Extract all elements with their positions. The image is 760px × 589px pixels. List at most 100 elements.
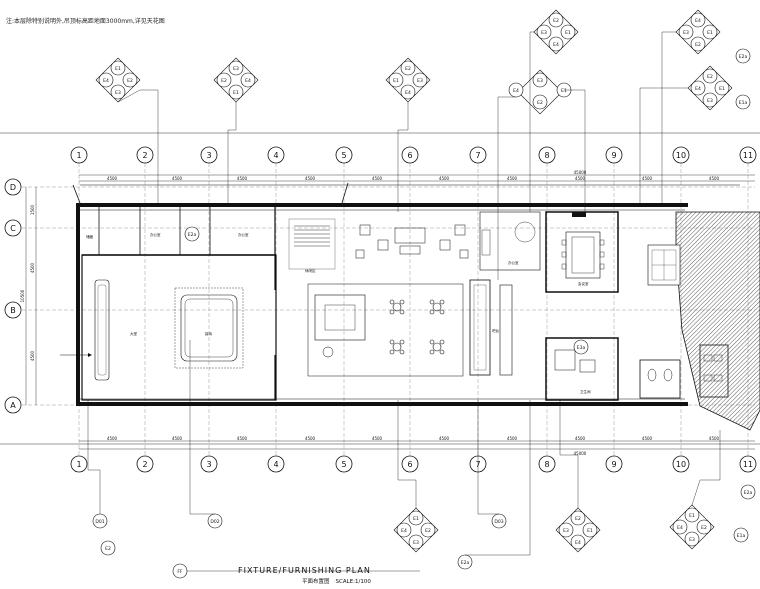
svg-text:E2a: E2a [461,560,470,566]
svg-text:E2a: E2a [739,54,748,60]
svg-text:E1: E1 [689,513,695,519]
col-label: 9 [611,151,616,160]
leader-lines [87,31,721,572]
svg-text:4500: 4500 [575,436,586,441]
svg-text:E1: E1 [115,66,121,72]
svg-text:4500: 4500 [642,436,653,441]
general-note: 注:本层除特别说明外,吊顶标高距地面3000mm,详见天花图 [6,18,165,25]
svg-text:E1: E1 [233,90,239,96]
row-bubbles: D C B A [4,178,22,414]
svg-text:卫生间: 卫生间 [580,389,591,394]
svg-text:E2: E2 [553,18,559,24]
room-meeting: 会议室 [545,211,619,293]
svg-text:E4: E4 [245,78,251,84]
col-label: 4 [273,151,278,160]
svg-text:4500: 4500 [305,176,316,181]
svg-text:E1: E1 [565,30,571,36]
svg-text:E3: E3 [413,540,419,546]
col-label: 11 [743,151,753,160]
col-label: 6 [407,151,412,160]
svg-text:45000: 45000 [574,451,587,456]
room-wc: 卫生间 [545,337,729,401]
svg-text:休闲区: 休闲区 [305,268,316,273]
building-walls [72,182,740,406]
svg-text:4500: 4500 [172,436,183,441]
col-label: 3 [206,151,211,160]
svg-text:E4: E4 [513,88,519,94]
svg-text:4500: 4500 [642,176,653,181]
svg-text:4500: 4500 [507,436,518,441]
svg-text:4500: 4500 [172,176,183,181]
svg-text:大堂: 大堂 [130,331,137,336]
dimension-left: 1500 4500 4500 10500 [20,187,37,405]
svg-text:E1: E1 [707,30,713,36]
svg-text:E2: E2 [701,525,707,531]
col-label: 1 [76,460,81,469]
svg-text:会议室: 会议室 [578,281,589,286]
tag-callouts [92,9,756,579]
col-label: 10 [676,460,686,469]
svg-text:45000: 45000 [574,170,587,175]
room-lobby: 大堂 接待 [60,254,277,401]
row-label: D [10,183,16,192]
svg-text:E4: E4 [695,18,701,24]
col-label: 5 [341,460,346,469]
svg-text:E4: E4 [103,78,109,84]
col-label: 7 [475,151,480,160]
svg-text:E2: E2 [105,546,111,552]
svg-text:E4: E4 [553,42,559,48]
col-label: 1 [76,151,81,160]
col-label: 10 [676,151,686,160]
svg-text:E2: E2 [425,528,431,534]
svg-text:4500: 4500 [107,176,118,181]
col-label: 9 [611,460,616,469]
svg-text:E4: E4 [405,90,411,96]
svg-text:4500: 4500 [237,176,248,181]
svg-text:4500: 4500 [305,436,316,441]
col-label: 3 [206,460,211,469]
svg-text:E3: E3 [115,90,121,96]
svg-text:E1: E1 [393,78,399,84]
svg-text:E3: E3 [541,30,547,36]
svg-text:4500: 4500 [575,176,586,181]
room-office-small: 办公室 [479,211,541,271]
svg-text:10500: 10500 [20,289,25,302]
column-bubbles-top: 1 2 3 4 5 6 7 8 9 10 11 [70,146,757,164]
svg-text:E3: E3 [537,78,543,84]
svg-text:E2: E2 [575,516,581,522]
svg-text:E2: E2 [537,100,543,106]
svg-text:办公室: 办公室 [150,232,161,237]
drawing-title: FIXTURE/FURNISHING PLAN [238,566,371,575]
svg-text:4500: 4500 [709,436,720,441]
svg-text:E3: E3 [683,30,689,36]
room-lounge: 休闲区 吧台 [288,218,513,377]
col-label: 11 [743,460,753,469]
svg-text:4500: 4500 [709,176,720,181]
svg-text:E2: E2 [221,78,227,84]
svg-text:E2: E2 [405,66,411,72]
svg-text:4500: 4500 [30,350,35,361]
svg-text:E3: E3 [689,537,695,543]
svg-text:E1: E1 [561,88,567,94]
svg-text:4500: 4500 [372,436,383,441]
col-label: 5 [341,151,346,160]
row-label: C [10,224,16,233]
svg-text:E2: E2 [707,74,713,80]
column-bubbles-bottom: 1 2 3 4 5 6 7 8 9 10 11 [70,455,757,473]
row-label: B [10,306,16,315]
svg-text:1500: 1500 [30,204,35,215]
svg-text:4500: 4500 [372,176,383,181]
svg-text:4500: 4500 [30,262,35,273]
svg-text:E1a: E1a [737,533,746,539]
svg-text:E2a: E2a [744,490,753,496]
svg-text:4500: 4500 [237,436,248,441]
svg-text:4500: 4500 [107,436,118,441]
svg-text:E3: E3 [563,528,569,534]
svg-text:E2: E2 [127,78,133,84]
svg-text:办公室: 办公室 [508,260,519,265]
svg-text:E3a: E3a [577,345,586,351]
svg-text:E3: E3 [707,98,713,104]
svg-text:E1: E1 [587,528,593,534]
